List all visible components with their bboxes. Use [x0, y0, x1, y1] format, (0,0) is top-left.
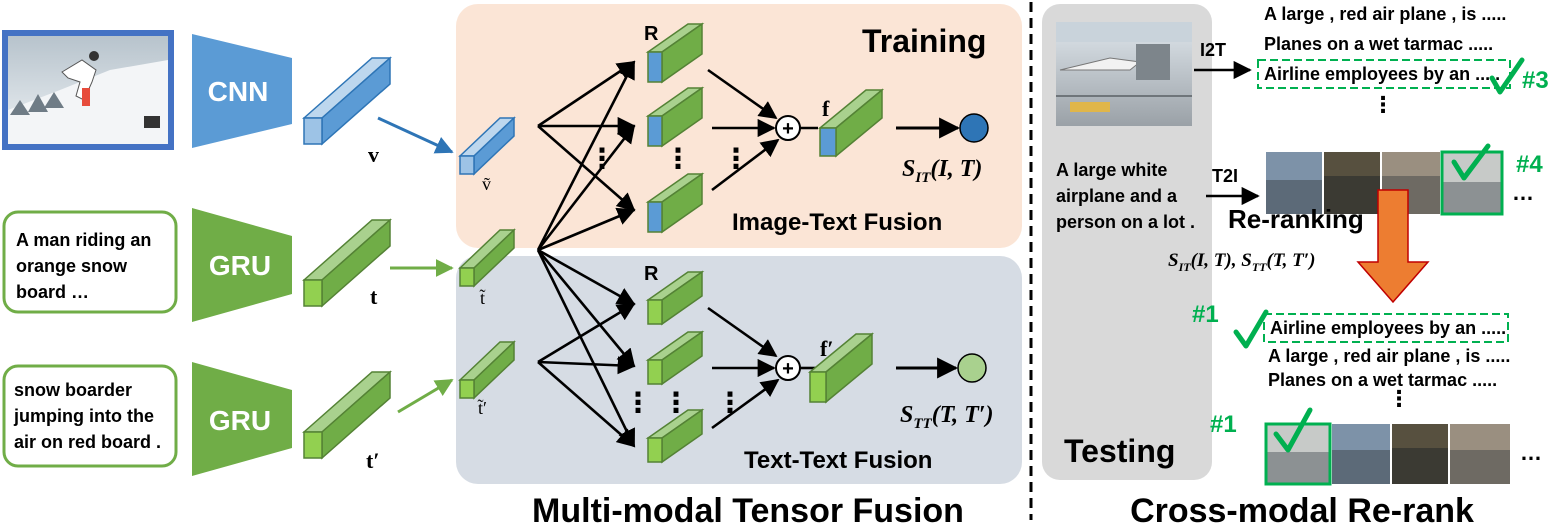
sum-node-bottom: + [775, 355, 801, 381]
text1-line-3: board … [16, 282, 89, 302]
rank-after-caption: #1 [1192, 301, 1219, 328]
r-blocks-bottom [645, 270, 705, 464]
svg-text:+: + [782, 118, 794, 140]
v-label: v [368, 142, 379, 167]
t-prime-tilde-label: t̃′ [478, 398, 487, 418]
sum-node-top: + [775, 115, 801, 141]
gru-encoder-1: GRU [192, 208, 292, 322]
score-it-label: SIT(I, T) [902, 156, 982, 186]
v-tilde-label: ṽ [482, 174, 491, 194]
vector-f-prime [807, 332, 875, 404]
training-title: Training [862, 23, 986, 59]
highlight-caption-after [1263, 313, 1509, 343]
vector-t [302, 218, 392, 308]
vector-t-tilde [458, 228, 516, 288]
svg-text:⋮: ⋮ [722, 143, 750, 174]
fanout-arrows-bottom [536, 248, 636, 448]
rank-before-image: #4 [1516, 151, 1543, 178]
vector-v [302, 56, 392, 146]
vector-t-prime [302, 370, 392, 460]
text-text-fusion-label: Text-Text Fusion [744, 447, 932, 474]
t2i-label: T2I [1212, 166, 1238, 186]
arrow-v [377, 116, 454, 154]
text1-line-1: A man riding an [16, 230, 151, 250]
check-icon [1233, 309, 1269, 349]
arrow-t-prime [397, 378, 454, 414]
rerank-scores: SIT(I, T), STT(T, T′) [1168, 250, 1315, 274]
svg-text:⋮: ⋮ [588, 143, 616, 174]
r-blocks-top [645, 22, 705, 234]
gru-encoder-2: GRU [192, 362, 292, 476]
rank-after-image: #1 [1210, 411, 1237, 438]
input-image [2, 30, 174, 150]
r-label-top: R [644, 23, 659, 45]
captions-before: A large , red air plane , is ..... Plane… [1264, 4, 1511, 54]
text-fusion-panel [456, 256, 1022, 484]
caption-before-3: Airline employees by an ..... [1264, 64, 1500, 84]
text-input-2: snow boarder jumping into the air on red… [2, 364, 178, 468]
captions-after: A large , red air plane , is ..... Plane… [1268, 346, 1515, 390]
i2t-label: I2T [1200, 40, 1226, 60]
caption-after-1: Airline employees by an ..... [1270, 318, 1506, 338]
svg-text:+: + [782, 358, 794, 380]
f-label: f [822, 96, 830, 121]
right-section-title: Cross-modal Re-rank [1130, 492, 1474, 526]
vertical-dots: ⋮ ⋮ ⋮ ⋮ ⋮ ⋮ [588, 143, 750, 418]
fanout-arrows-top [536, 60, 636, 252]
svg-text:A man riding an orange s: A man riding an orange snow board … [16, 230, 156, 302]
f-prime-label: f′ [820, 336, 834, 361]
query-image [1056, 22, 1192, 126]
images-ellipsis-2: … [1520, 440, 1542, 465]
check-icon [1489, 57, 1525, 95]
t-prime-label: t′ [366, 448, 380, 473]
text2-line-1: snow boarder [14, 380, 132, 400]
captions-vdots-2: ⋮ [1388, 386, 1410, 411]
cnn-encoder: CNN [192, 34, 292, 148]
left-section-title: Multi-modal Tensor Fusion [532, 492, 964, 526]
sum-arrows-top [707, 68, 818, 192]
vector-v-tilde [458, 116, 516, 176]
t-label: t [370, 284, 378, 309]
cnn-label: CNN [208, 76, 269, 107]
testing-label: Testing [1064, 433, 1175, 469]
score-tt-label: STT(T, T′) [900, 402, 994, 432]
svg-text:⋮: ⋮ [662, 387, 690, 418]
check-icon [1273, 407, 1313, 453]
check-icon [1451, 143, 1491, 181]
rank-before-caption: #3 [1522, 67, 1549, 94]
svg-text:⋮: ⋮ [716, 387, 744, 418]
vector-f [817, 88, 885, 158]
retrieved-images-after [1264, 422, 1510, 486]
text2-line-3: air on red board . [14, 432, 161, 452]
t-tilde-label: t̃ [480, 288, 486, 308]
vector-t-prime-tilde [458, 340, 516, 400]
gru2-label: GRU [209, 405, 271, 436]
score-it-node [959, 113, 989, 143]
rerank-label: Re-ranking [1228, 204, 1364, 234]
gru1-label: GRU [209, 250, 271, 281]
score-tt-node [957, 353, 987, 383]
images-ellipsis-1: … [1512, 180, 1534, 205]
r-label-bottom: R [644, 263, 659, 285]
svg-text:snow boarder jumping int: snow boarder jumping into the air on red… [13, 380, 161, 452]
image-text-fusion-label: Image-Text Fusion [732, 209, 942, 236]
text1-line-2: orange snow [16, 256, 128, 276]
query-text: A large white airplane and a person on a… [1056, 160, 1195, 232]
captions-vdots-1: ⋮ [1372, 92, 1394, 117]
text-input-1: A man riding an orange snow board … [2, 210, 178, 314]
training-panel [456, 4, 1022, 248]
sum-arrows-bottom [707, 306, 816, 430]
rerank-arrow [1356, 189, 1430, 304]
svg-text:⋮: ⋮ [624, 387, 652, 418]
svg-text:⋮: ⋮ [664, 143, 692, 174]
text2-line-2: jumping into the [13, 406, 154, 426]
